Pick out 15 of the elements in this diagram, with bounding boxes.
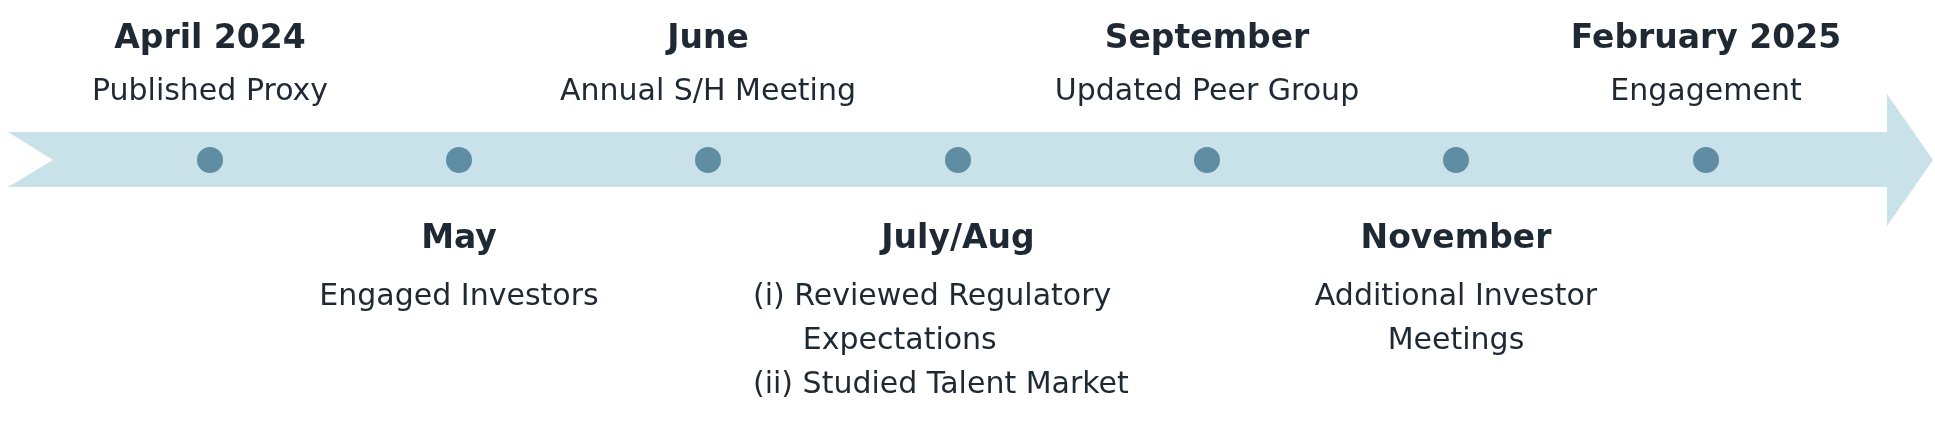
milestone-description: Engagement	[1610, 71, 1802, 109]
milestone-date: April 2024	[114, 17, 306, 57]
milestone-date: February 2025	[1570, 17, 1842, 57]
milestone-date: September	[1104, 17, 1310, 57]
milestone-description: (i) Reviewed Regulatory Expectations	[753, 276, 1113, 358]
milestone-description: Engaged Investors	[319, 276, 599, 314]
milestone-date: May	[421, 217, 497, 257]
milestone-description: Updated Peer Group	[1054, 71, 1360, 109]
milestone-description: Published Proxy	[91, 71, 329, 109]
milestone-date: June	[667, 17, 749, 57]
milestone-description: Annual S/H Meeting	[560, 71, 856, 109]
milestone-date: July/Aug	[881, 217, 1035, 257]
milestone-date: November	[1360, 217, 1552, 257]
milestone-description: Additional Investor Meetings	[1313, 276, 1599, 358]
milestone-description: (ii) Studied Talent Market	[753, 364, 1129, 402]
